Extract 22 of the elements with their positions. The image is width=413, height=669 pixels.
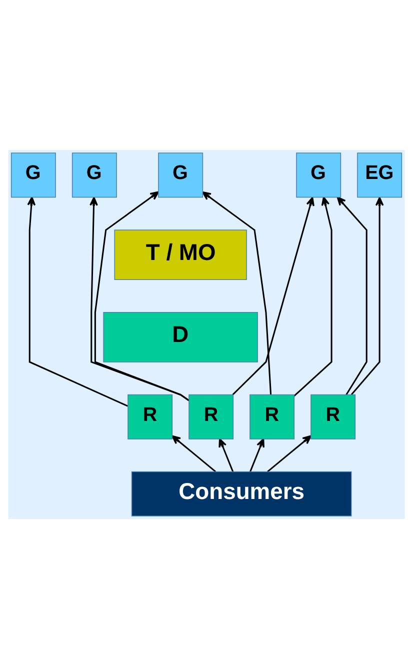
node-box: R [188, 394, 234, 440]
arrow [232, 196, 314, 396]
arrow [202, 191, 272, 395]
node-box: D [103, 312, 258, 362]
arrow [250, 438, 264, 472]
node-box: G [158, 152, 204, 198]
node-box: T / MO [114, 230, 247, 280]
arrow [350, 196, 384, 396]
arrow [27, 196, 128, 407]
node-box: R [310, 394, 356, 440]
node-box: R [128, 394, 173, 440]
arrow [172, 435, 216, 472]
node-box: Consumers [131, 471, 352, 516]
node-box: G [296, 152, 342, 198]
node-box: EG [357, 152, 402, 198]
node-box: G [72, 152, 117, 198]
arrow [218, 438, 234, 472]
node-box: G [10, 152, 56, 198]
arrow [267, 435, 312, 472]
arrow [294, 196, 332, 396]
node-box: R [250, 394, 295, 440]
arrow [336, 196, 368, 396]
